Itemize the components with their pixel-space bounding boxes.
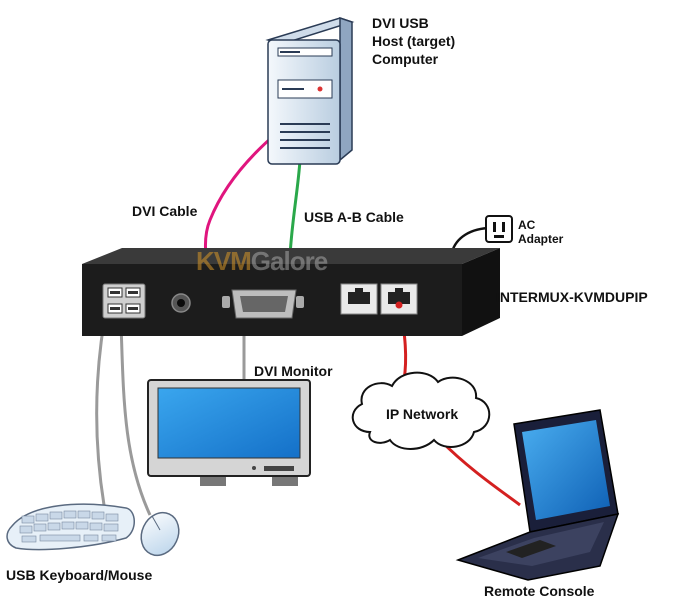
dvi-cable-label: DVI Cable: [132, 203, 198, 219]
usb-cable-label: USB A-B Cable: [304, 209, 404, 225]
dvi-monitor-label: DVI Monitor: [254, 363, 333, 379]
watermark-part2: Galore: [250, 246, 328, 276]
keyboard-icon: [6, 503, 135, 551]
laptop-icon: [455, 409, 620, 581]
audio-jack-icon: [171, 293, 191, 313]
mouse-icon: [140, 511, 180, 557]
ac-adapter-icon: [485, 215, 513, 243]
usb-ports-icon: [102, 283, 146, 319]
ip-network-label: IP Network: [386, 406, 459, 422]
host-computer-label-line2: Host (target): [372, 33, 456, 49]
ac-adapter-label-line2: Adapter: [518, 232, 564, 246]
watermark-part1: KVM: [196, 246, 252, 276]
dvi-port-icon: [222, 289, 304, 319]
host-computer-label: DVI USB Host (target) Computer: [372, 14, 455, 68]
ac-adapter-label-line1: AC: [518, 218, 536, 232]
host-computer-label-line1: DVI USB: [372, 15, 429, 31]
kvmgalore-watermark: KVMGalore: [196, 246, 328, 277]
keyboard-keys: [19, 510, 119, 543]
dvi-monitor-icon: [147, 379, 311, 486]
device-model-label: INTERMUX-KVMDUPIP: [496, 289, 648, 305]
kvm-device-box: [82, 248, 500, 336]
ip-network-cloud-icon: [351, 371, 491, 450]
host-computer-label-line3: Computer: [372, 51, 439, 67]
dvi-cable: [204, 130, 279, 257]
keyboard-mouse-label: USB Keyboard/Mouse: [6, 567, 153, 583]
ac-adapter-label: AC Adapter: [518, 218, 563, 246]
ethernet-ports-icon: [340, 283, 418, 315]
usb-cable: [288, 159, 302, 257]
host-computer-icon: [265, 16, 355, 165]
network-cable-to-laptop: [438, 438, 521, 507]
remote-console-label: Remote Console: [484, 583, 595, 599]
